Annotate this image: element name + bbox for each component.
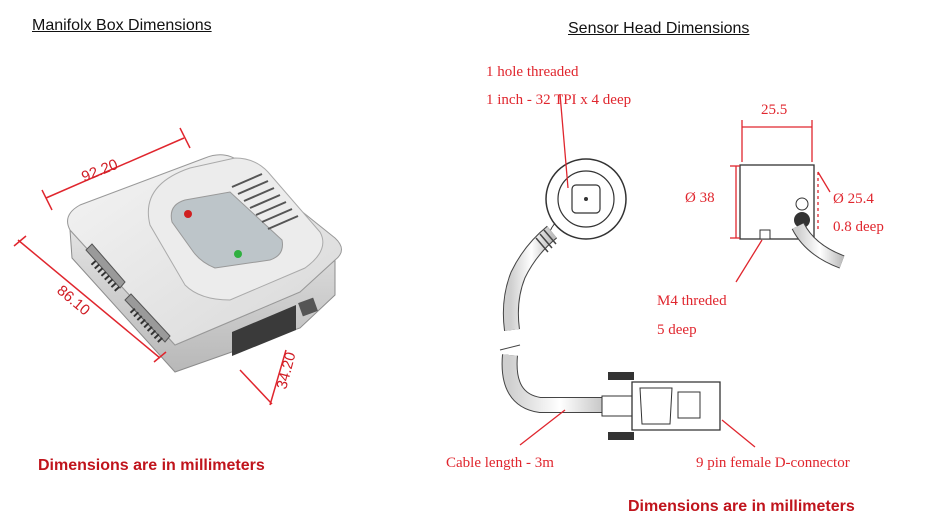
diameter-38-label: Ø 38 [685, 190, 715, 206]
connector-label: 9 pin female D-connector [696, 455, 850, 471]
box-length-label: 86.10 [53, 282, 93, 319]
box-height-label: 34.20 [273, 350, 299, 391]
sensor-head-drawing: 1 hole threaded 1 inch - 32 TPI x 4 deep… [446, 64, 884, 471]
diameter-25-4-label: Ø 25.4 [833, 191, 874, 207]
width-25-5-label: 25.5 [761, 102, 787, 118]
manifold-box-drawing: 92.20 86.10 34.20 [13, 127, 342, 406]
hole-thread-label: 1 hole threaded [486, 64, 579, 80]
thread-spec-label: 1 inch - 32 TPI x 4 deep [486, 92, 631, 108]
box-units-note: Dimensions are in millimeters [38, 457, 265, 474]
box-width-label: 92.20 [79, 156, 120, 186]
box-dimensions-title: Manifolx Box Dimensions [32, 17, 212, 34]
m4-thread-label: M4 threded [657, 293, 727, 309]
face-depth-label: 0.8 deep [833, 219, 884, 235]
m4-depth-label: 5 deep [657, 322, 697, 338]
sensor-dimensions-title: Sensor Head Dimensions [568, 20, 750, 37]
cable-length-label: Cable length - 3m [446, 455, 554, 471]
sensor-units-note: Dimensions are in millimeters [628, 498, 855, 515]
